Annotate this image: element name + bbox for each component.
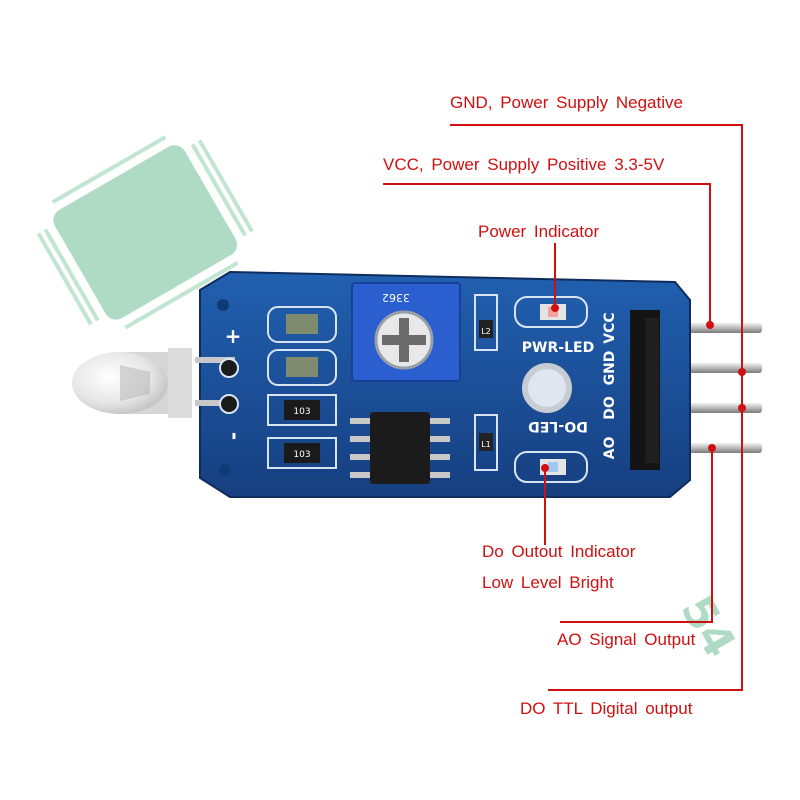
watermark-number: 54: [670, 588, 745, 667]
pcb-board: [199, 270, 691, 498]
silk-pin-ao: AO: [602, 437, 618, 460]
led-silk-l1: L1: [481, 440, 491, 449]
resistor-label-1: 103: [293, 407, 310, 417]
callout-do: DO TTL Digital output: [520, 699, 693, 718]
smd-components: 103 103: [267, 306, 337, 469]
comparator-ic: [350, 412, 450, 484]
photo-led: [72, 348, 239, 418]
callout-do-indicator-line1: Do Outout Indicator: [482, 542, 636, 561]
pot-code: 3362: [382, 291, 410, 304]
silk-do-led: DO-LED: [528, 418, 588, 434]
mounting-hole: [522, 363, 572, 413]
silk-pwr-led: PWR-LED: [522, 340, 594, 356]
resistor-label-2: 103: [293, 450, 310, 460]
silk-minus: -: [223, 432, 247, 440]
callout-dots: [541, 304, 746, 472]
watermark-chip-logo: [36, 135, 254, 330]
callout-vcc: VCC, Power Supply Positive 3.3-5V: [383, 155, 665, 174]
potentiometer: 3362: [351, 282, 461, 382]
led-silk-l2: L2: [481, 327, 491, 336]
silk-pin-gnd: GND: [602, 351, 618, 386]
silk-pin-do: DO: [602, 396, 618, 420]
callout-ao: AO Signal Output: [557, 630, 696, 649]
smd-leds: L2 L1: [474, 294, 588, 483]
callout-power-indicator: Power Indicator: [478, 222, 599, 241]
silk-pin-vcc: VCC: [602, 312, 618, 343]
callout-do-indicator-line2: Low Level Bright: [482, 573, 614, 592]
callout-gnd: GND, Power Supply Negative: [450, 93, 683, 112]
silk-plus: +: [225, 324, 242, 348]
